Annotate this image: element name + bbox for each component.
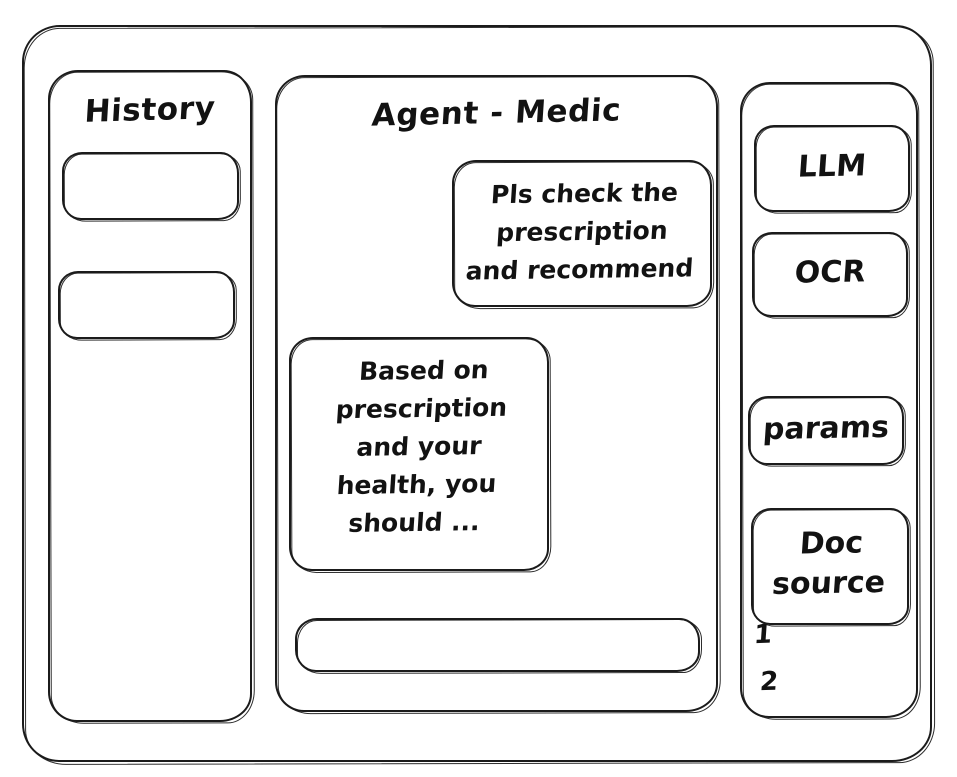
message-bubble-user: Pls check the prescription and recommend [452, 160, 715, 310]
history-item-2-label [58, 281, 235, 284]
history-item-1-label [62, 162, 239, 165]
doc-source-item-2[interactable]: 2 [758, 666, 780, 698]
tool-params-label: params [761, 409, 891, 448]
tool-ocr-button[interactable]: OCR [752, 232, 910, 319]
tool-doc-source-label: Doc source [770, 525, 887, 602]
tool-llm-button[interactable]: LLM [754, 125, 912, 214]
tool-doc-source-button[interactable]: Doc source [751, 508, 912, 627]
history-item-1[interactable] [62, 152, 241, 222]
message-input[interactable] [295, 618, 703, 674]
message-bubble-assistant-text: Based on prescription and your health, y… [334, 355, 509, 538]
message-input-value [295, 622, 701, 629]
message-bubble-user-text: Pls check the prescription and recommend [464, 177, 695, 286]
doc-source-item-1[interactable]: 1 [752, 619, 774, 651]
message-bubble-assistant: Based on prescription and your health, y… [289, 337, 552, 574]
history-panel-title: History [83, 90, 217, 130]
tool-ocr-label: OCR [793, 254, 867, 291]
tool-llm-label: LLM [796, 148, 868, 185]
history-item-2[interactable] [58, 271, 237, 341]
tool-params-button[interactable]: params [748, 396, 906, 467]
